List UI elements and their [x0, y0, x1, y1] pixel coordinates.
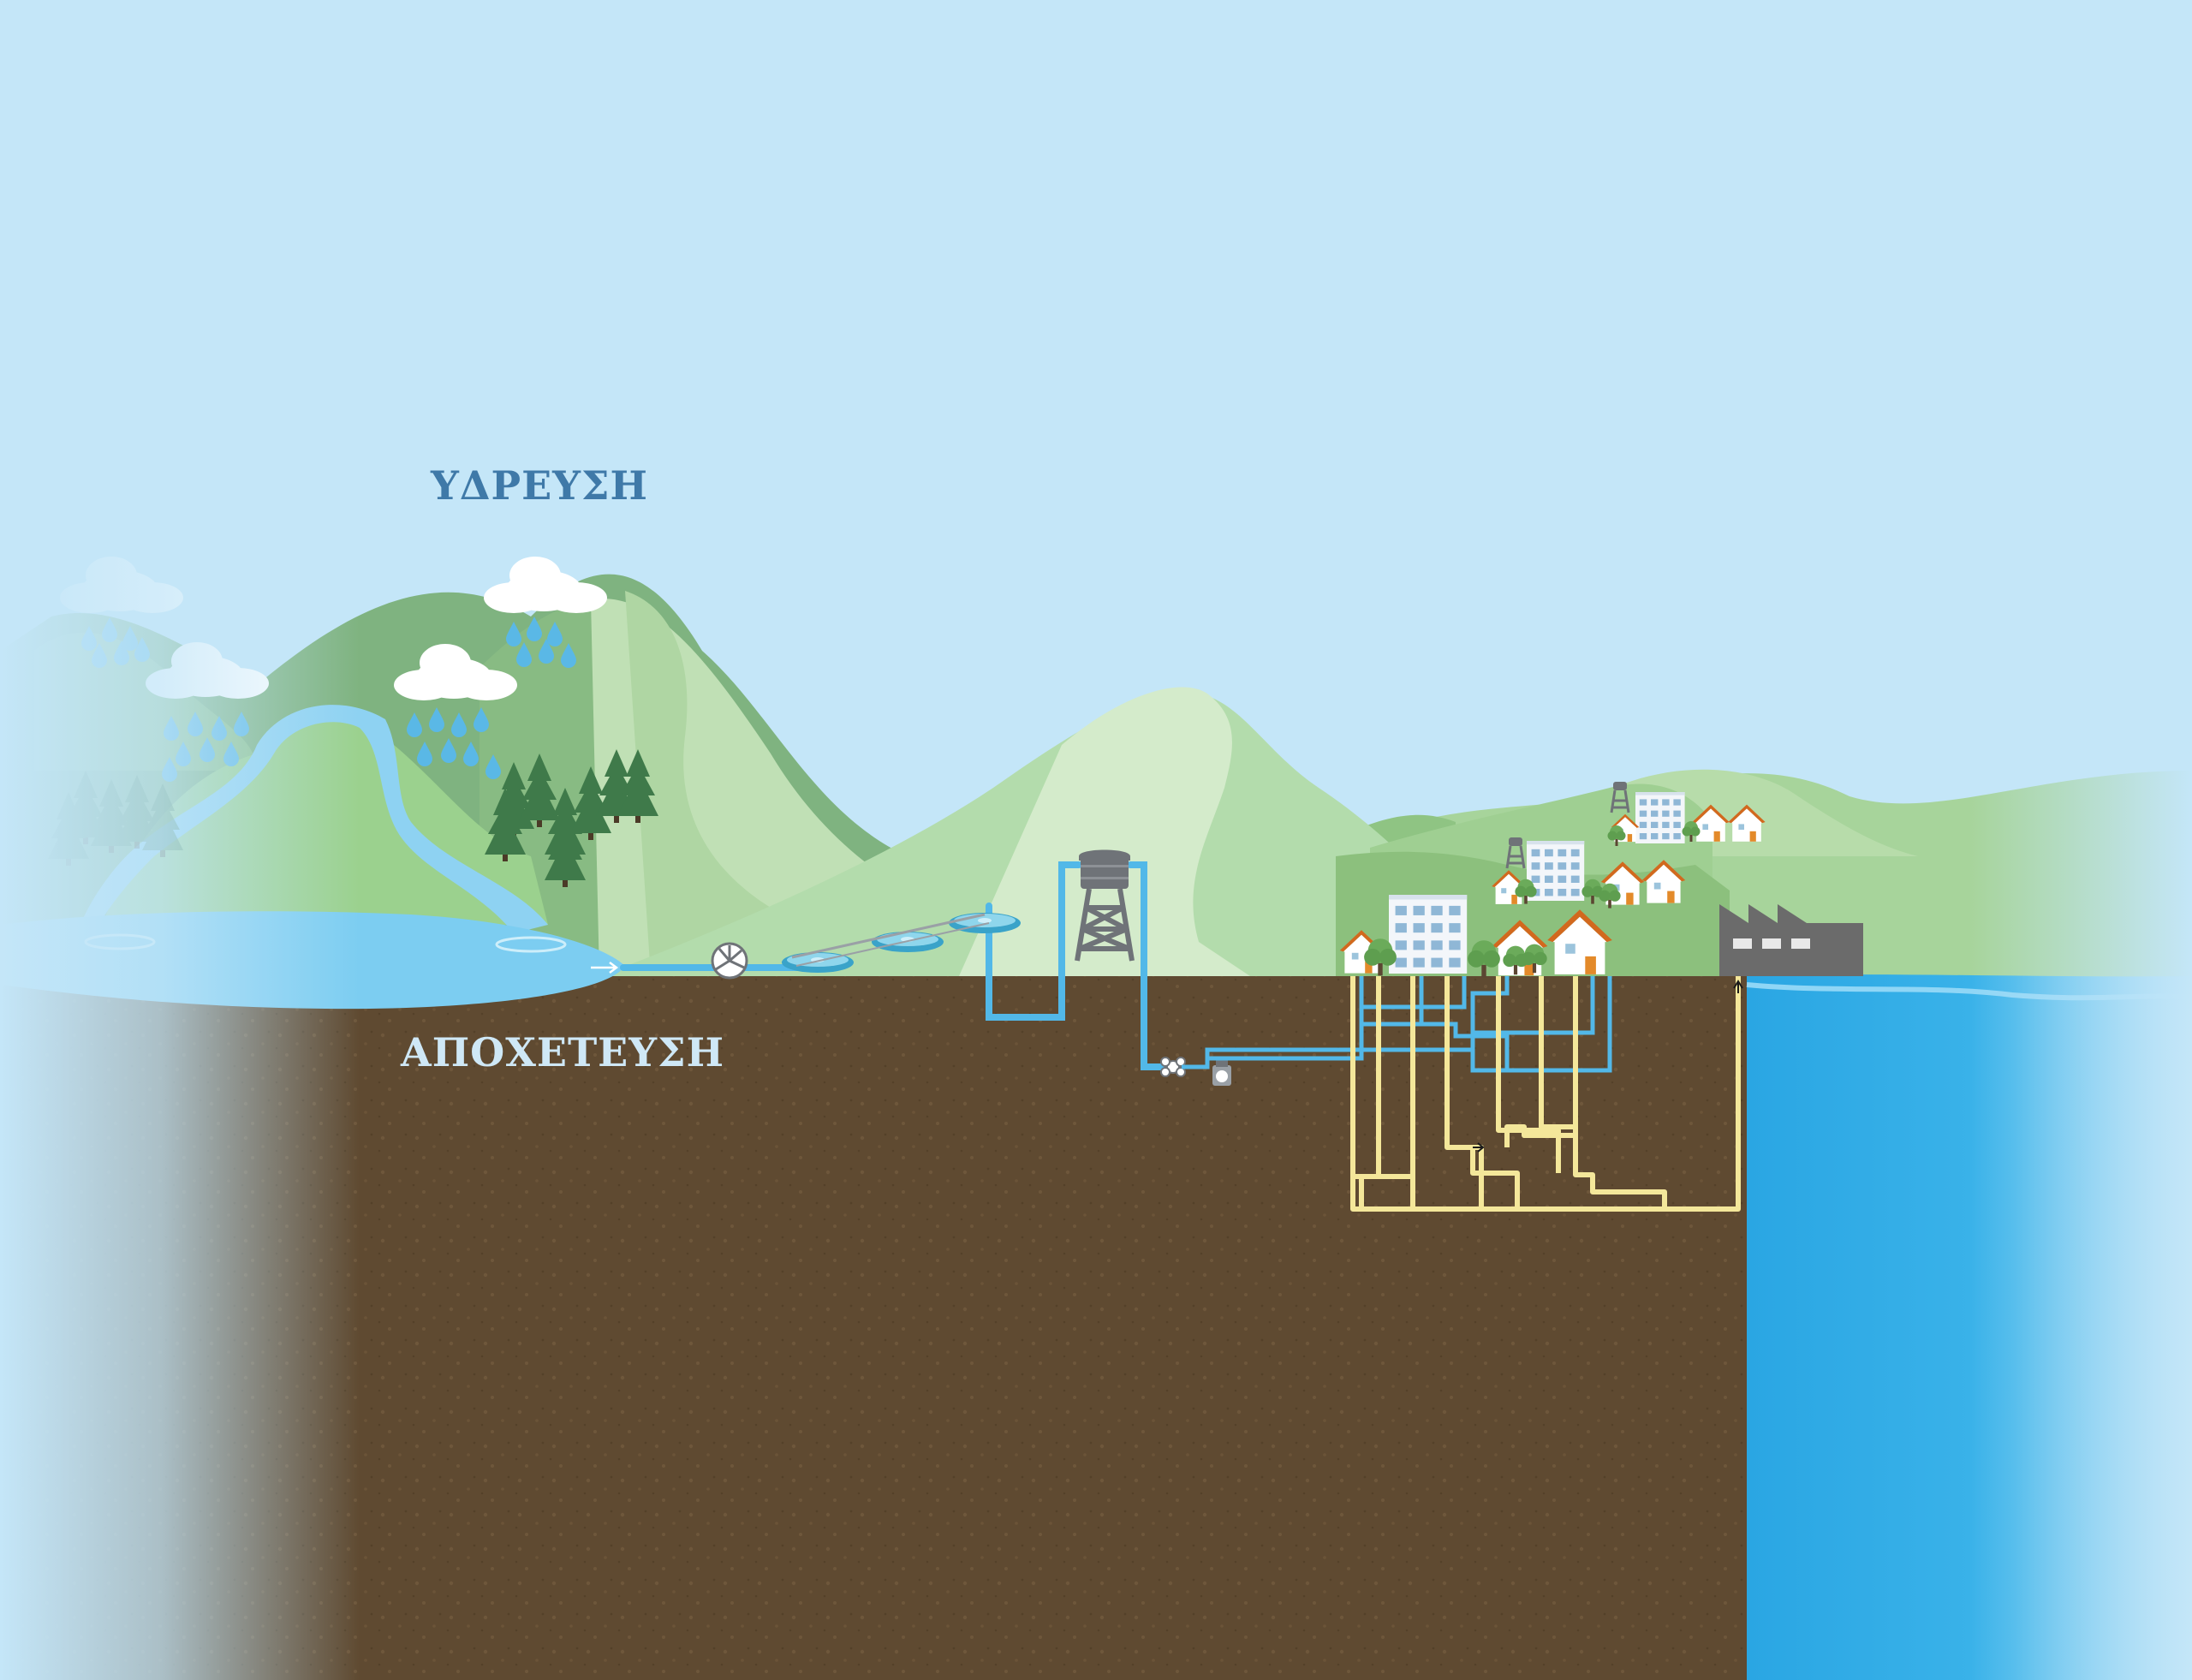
sewage-pipe — [1350, 976, 1741, 1212]
sewerage-label: ΑΠΟΧΕΤΕΥΣΗ — [401, 1029, 725, 1075]
factory-icon — [1719, 904, 1863, 976]
water-distribution-network — [1182, 976, 1612, 1073]
water-tower-icon — [1075, 849, 1135, 962]
water-supply-label: ΥΔΡΕΥΣΗ — [431, 462, 649, 509]
water-meter-icon — [1212, 1060, 1231, 1086]
settling-tank-icon — [782, 913, 1021, 973]
valve-icon — [1160, 1057, 1186, 1077]
waterfall — [77, 705, 548, 933]
pump-icon — [711, 942, 748, 980]
